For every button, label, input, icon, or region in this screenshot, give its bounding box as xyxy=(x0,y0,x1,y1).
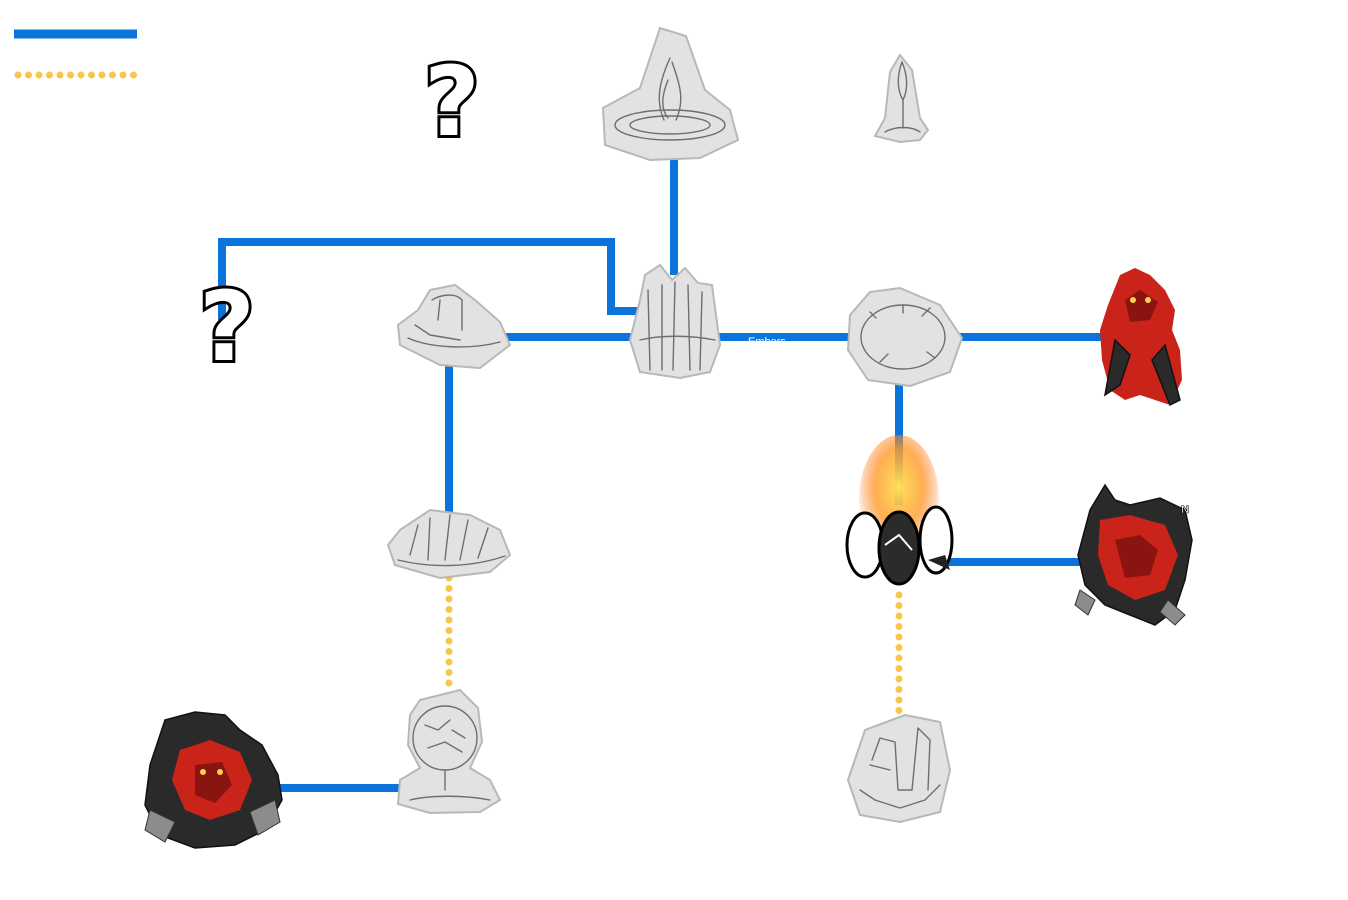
ember-brush-icon xyxy=(386,508,512,580)
candle-flame-icon xyxy=(873,53,930,144)
creature-badge: N xyxy=(1181,504,1189,516)
label-center-line-bottom: Embers xyxy=(748,336,786,348)
connectors xyxy=(218,155,1110,792)
crystal-cluster-icon xyxy=(846,713,952,824)
magma-golem-top-icon xyxy=(1100,268,1182,407)
magma-golem-bottom-icon xyxy=(144,711,283,849)
magma-beast-right-icon: N xyxy=(1074,483,1193,626)
unknown-top-icon: ? xyxy=(424,46,480,158)
bonfire-ring-icon xyxy=(601,26,740,162)
stone-tree-icon xyxy=(396,688,502,815)
label-center-line-top: Flame Sensor xyxy=(748,324,817,336)
lava-fall-icon xyxy=(396,283,512,370)
connector-unknown-to-pillars xyxy=(218,238,650,320)
crater-ring-icon xyxy=(846,286,964,388)
flame-pillars-icon xyxy=(628,263,722,380)
burning-eggs-icon xyxy=(845,435,954,586)
unknown-left-icon: ? xyxy=(199,271,255,383)
legend xyxy=(14,29,138,79)
label-egg-right-line: Flame Sensor xyxy=(970,549,1039,561)
